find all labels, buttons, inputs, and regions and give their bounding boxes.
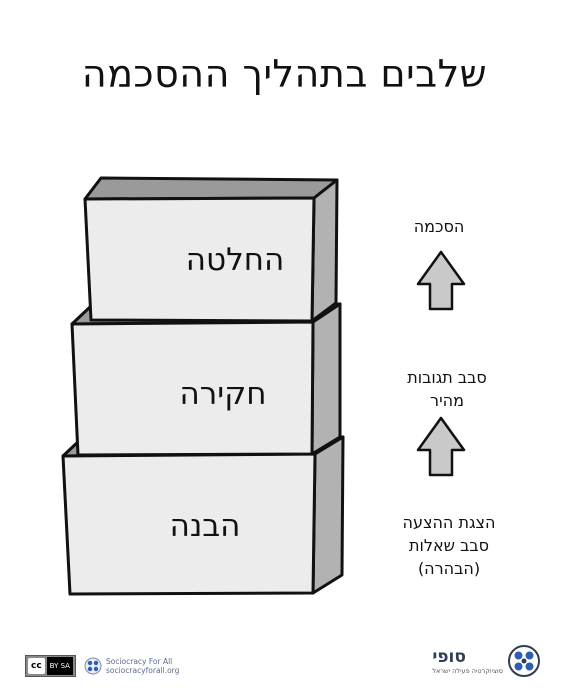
block-top-side-face [310,178,339,323]
diagram-title: שלבים בתהליך ההסכמה [81,52,488,96]
cc-license-label: cc [28,658,45,674]
brand-name: סופי [432,647,466,667]
block-top-top-face [83,176,339,201]
block-middle-side-face [310,302,342,456]
side-label-consent: הסכמה [413,217,465,236]
up-arrow-icon [416,416,466,477]
block-label-exploration: חקירה [179,376,267,412]
block-middle-front-face [70,320,315,457]
footer-right: סופי סוציוקרטיה פעילה ישראל [432,644,541,678]
block-label-understanding: הבנה [169,508,241,544]
side-label-reaction-round: סבב תגובות מהיר [407,368,487,410]
cc-license-icon[interactable]: cc BY SA [25,655,76,677]
sociocracy-for-all-logo[interactable]: Sociocracy For All sociocracyforall.org [84,657,179,675]
block-top-front-face [83,196,316,323]
org-url: sociocracyforall.org [105,666,180,675]
footer-left: cc BY SA Sociocracy For All sociocracyfo… [25,652,179,680]
sociocracy-logo-icon [84,657,102,675]
block-top [83,176,339,323]
org-name: Sociocracy For All [105,657,173,666]
brand-subtitle: סוציוקרטיה פעילה ישראל [432,667,503,675]
block-bottom-side-face [311,435,345,595]
block-label-decision: החלטה [185,242,285,278]
sofi-logo-icon [508,645,540,677]
side-label-proposal-presentation: הצגת ההצעה סבב שאלות (הבהרה) [402,513,496,578]
cc-license-icons: BY SA [46,657,73,675]
up-arrow-icon [416,250,466,311]
